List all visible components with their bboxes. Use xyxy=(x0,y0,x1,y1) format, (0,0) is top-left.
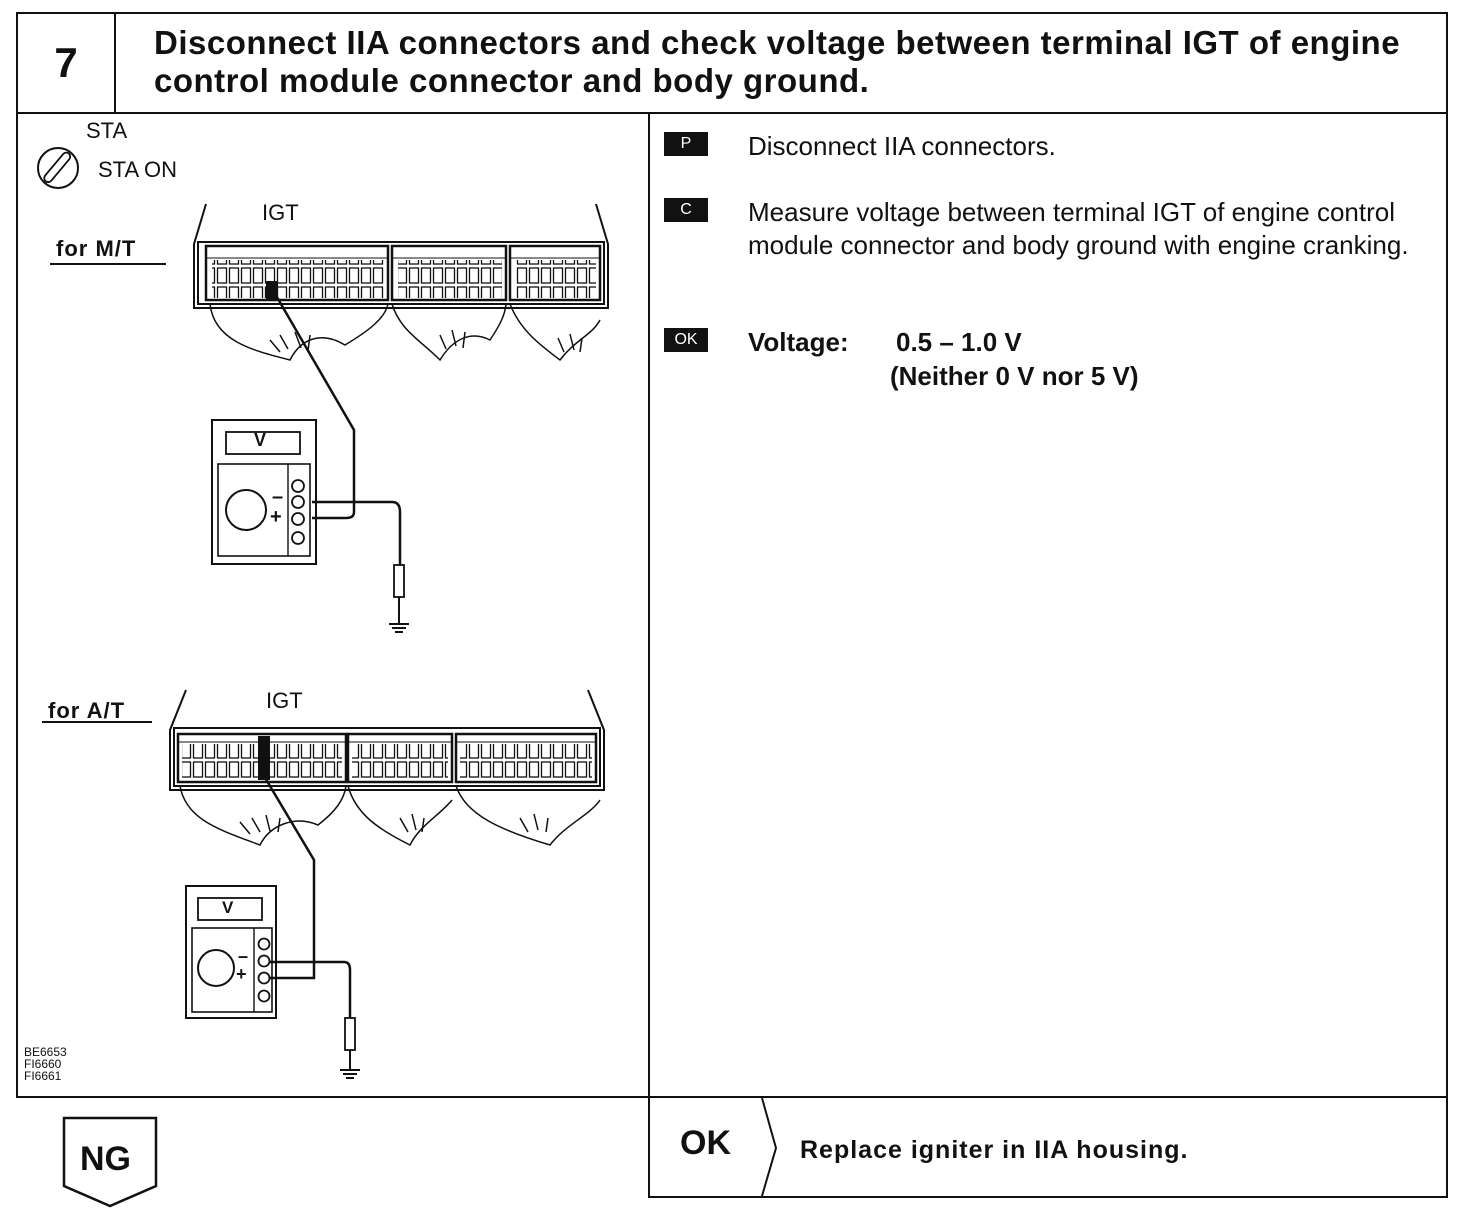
at-probe-lead xyxy=(262,775,352,1018)
voltage-label: Voltage: xyxy=(748,327,849,357)
ignition-switch-icon xyxy=(37,147,79,189)
mt-wire-harness xyxy=(209,303,601,362)
at-minus-label: – xyxy=(238,946,249,966)
figure-code-3: FI6661 xyxy=(24,1069,62,1083)
at-wire-harness xyxy=(179,785,601,847)
switch-state-label: STA ON xyxy=(98,157,178,182)
mt-minus-label: – xyxy=(272,486,284,508)
voltage-note: (Neither 0 V nor 5 V) xyxy=(890,361,1139,391)
at-ground-probe-icon xyxy=(340,1017,360,1079)
mt-label: for M/T xyxy=(56,236,137,261)
wiring-diagram xyxy=(37,147,609,1079)
mt-ground-probe-icon xyxy=(389,564,409,633)
ok-action-text: Replace igniter in IIA housing. xyxy=(800,1136,1189,1164)
at-igt-terminal xyxy=(258,736,270,780)
step-title: Disconnect IIA connectors and check volt… xyxy=(154,24,1401,99)
step-header xyxy=(16,12,1448,114)
at-meter-unit: V xyxy=(222,898,234,917)
step-badge-c: C xyxy=(664,198,708,222)
figure-code-2: FI6660 xyxy=(24,1057,62,1071)
step-number: 7 xyxy=(54,39,78,86)
ok-result-box xyxy=(648,1096,1448,1198)
at-igt-label: IGT xyxy=(266,688,303,713)
ng-arrow-icon xyxy=(62,1116,158,1208)
at-voltmeter-icon xyxy=(185,885,277,1019)
at-plus-label: + xyxy=(236,964,247,984)
step-badge-p: P xyxy=(664,132,708,156)
at-label: for A/T xyxy=(48,698,126,723)
ng-label: NG xyxy=(80,1140,131,1178)
step-p-text: Disconnect IIA connectors. xyxy=(748,131,1056,161)
mt-probe-lead xyxy=(272,291,402,565)
mt-igt-label: IGT xyxy=(262,200,299,225)
mt-meter-unit: V xyxy=(254,430,267,450)
ok-arrow-divider xyxy=(761,1097,778,1197)
switch-label: STA xyxy=(86,118,128,143)
at-ecm-connector xyxy=(169,689,605,791)
mt-voltmeter-icon xyxy=(211,419,317,565)
ok-label: OK xyxy=(680,1124,731,1162)
mt-plus-label: + xyxy=(270,506,282,528)
header-divider xyxy=(114,12,116,114)
step-badge-ok: OK xyxy=(664,328,708,352)
column-divider xyxy=(648,112,650,1198)
voltage-value: 0.5 – 1.0 V xyxy=(896,327,1022,357)
step-c-text: Measure voltage between terminal IGT of … xyxy=(748,197,1409,260)
mt-ecm-connector xyxy=(193,203,609,309)
figure-code-1: BE6653 xyxy=(24,1045,67,1059)
